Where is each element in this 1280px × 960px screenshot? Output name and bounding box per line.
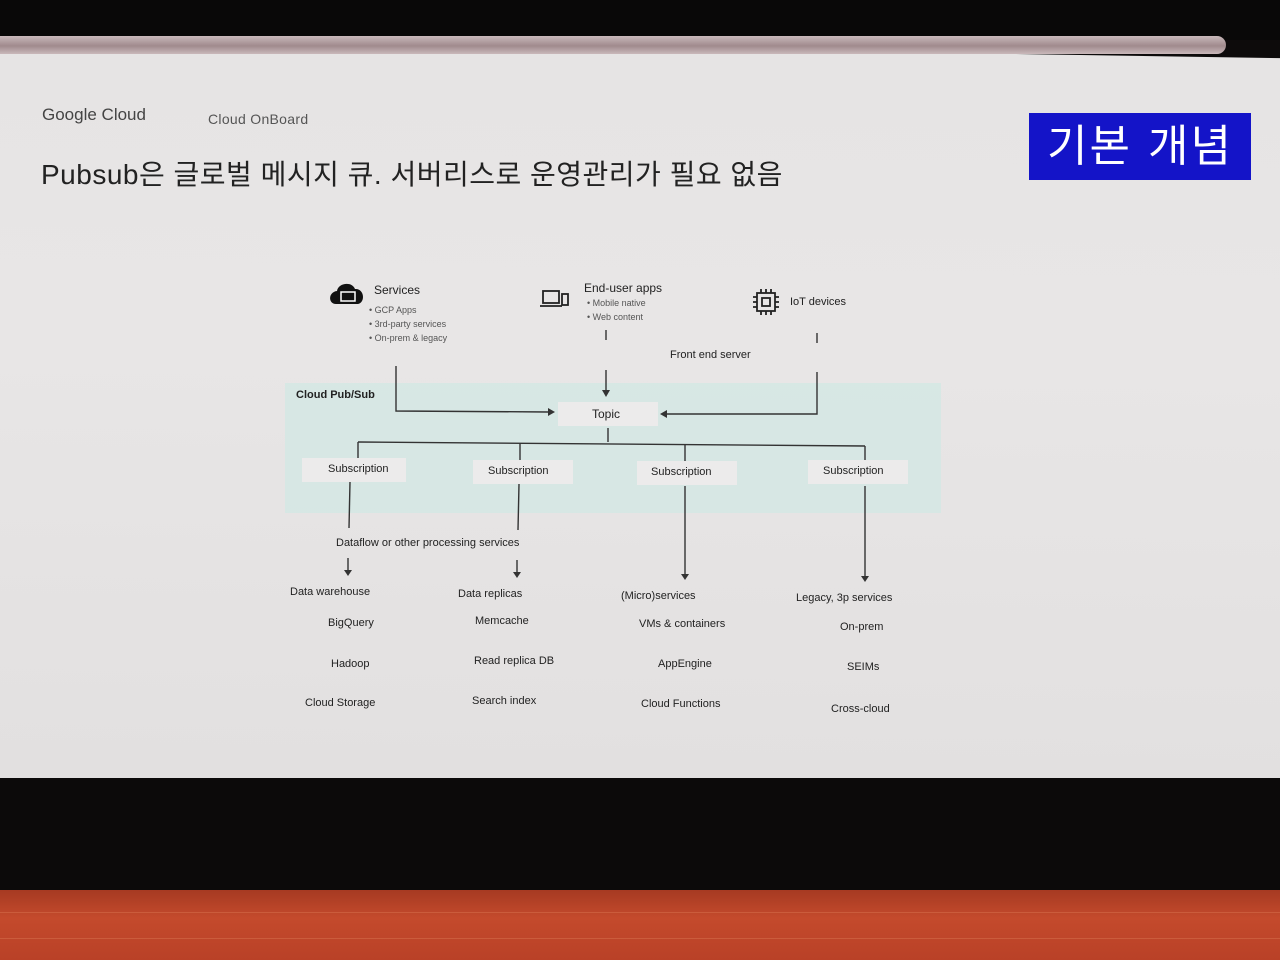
dest-item: VMs & containers bbox=[639, 618, 726, 630]
arrow-head bbox=[602, 390, 610, 397]
slide-title: Pubsub은 글로벌 메시지 큐. 서버리스로 운영관리가 필요 없음 bbox=[41, 159, 783, 190]
sub1-to-processing bbox=[348, 481, 351, 529]
topic-box: Topic bbox=[558, 402, 658, 426]
section-badge: 기본 개념 bbox=[1029, 113, 1251, 180]
room-ceiling bbox=[0, 0, 1280, 40]
arrow-head bbox=[344, 570, 352, 576]
pubsub-label: Cloud Pub/Sub bbox=[296, 389, 375, 401]
dest-item: Memcache bbox=[475, 615, 529, 627]
dest-item: SEIMs bbox=[847, 661, 880, 673]
source-iot-label: IoT devices bbox=[790, 296, 847, 308]
processing-label: Dataflow or other processing services bbox=[336, 537, 520, 549]
subscription-box: Subscription bbox=[473, 460, 573, 484]
arrow-head bbox=[660, 410, 667, 418]
dest-item: Search index bbox=[472, 695, 537, 707]
subscription-label: Subscription bbox=[488, 465, 549, 477]
arrow-head bbox=[513, 572, 521, 578]
dest-item: AppEngine bbox=[658, 658, 712, 670]
cloud-icon bbox=[330, 283, 364, 304]
chip-icon bbox=[753, 289, 779, 315]
front-end-server: Front end server bbox=[670, 349, 751, 361]
iot-to-topic-line bbox=[667, 372, 818, 415]
brand-logo: Google Cloud bbox=[42, 105, 146, 124]
dest-header: Legacy, 3p services bbox=[796, 592, 893, 604]
arrow-head bbox=[548, 408, 555, 416]
source-apps-label: End-user apps bbox=[584, 281, 663, 295]
subscription-label: Subscription bbox=[328, 463, 389, 475]
dest-item: BigQuery bbox=[328, 617, 374, 629]
subscription-box: Subscription bbox=[637, 461, 737, 485]
dest-item: Cloud Functions bbox=[641, 698, 721, 710]
source-services-item: • On-prem & legacy bbox=[369, 333, 448, 343]
dest-item: Read replica DB bbox=[474, 655, 555, 667]
source-apps-item: • Web content bbox=[587, 312, 644, 322]
source-apps-item: • Mobile native bbox=[587, 298, 646, 308]
dest-header: (Micro)services bbox=[621, 590, 696, 602]
floor-seam bbox=[0, 938, 1280, 939]
dest-item: Cross-cloud bbox=[831, 703, 890, 715]
event-name: Cloud OnBoard bbox=[208, 111, 309, 127]
arrow-head bbox=[681, 574, 689, 580]
subscription-box: Subscription bbox=[808, 460, 908, 484]
sub2-to-processing bbox=[517, 483, 520, 531]
source-services-label: Services bbox=[374, 283, 421, 297]
devices-icon bbox=[540, 290, 569, 307]
screen-top-bar bbox=[0, 36, 1226, 54]
dest-header: Data replicas bbox=[458, 588, 523, 600]
floor-seam bbox=[0, 912, 1280, 913]
dest-header: Data warehouse bbox=[290, 586, 371, 598]
stage-wall bbox=[0, 778, 1280, 898]
subscription-label: Subscription bbox=[823, 465, 884, 477]
dest-item: On-prem bbox=[840, 621, 884, 633]
stage-floor bbox=[0, 890, 1280, 960]
arrow-head bbox=[861, 576, 869, 582]
dest-item: Hadoop bbox=[331, 658, 370, 670]
source-services-item: • GCP Apps bbox=[369, 305, 417, 315]
subscription-label: Subscription bbox=[651, 466, 712, 478]
source-services-item: • 3rd-party services bbox=[369, 319, 447, 329]
subscription-box: Subscription bbox=[302, 458, 406, 482]
fanout-line bbox=[357, 441, 866, 447]
topic-label: Topic bbox=[592, 407, 621, 421]
dest-item: Cloud Storage bbox=[305, 697, 376, 709]
services-to-topic-line bbox=[395, 366, 549, 413]
